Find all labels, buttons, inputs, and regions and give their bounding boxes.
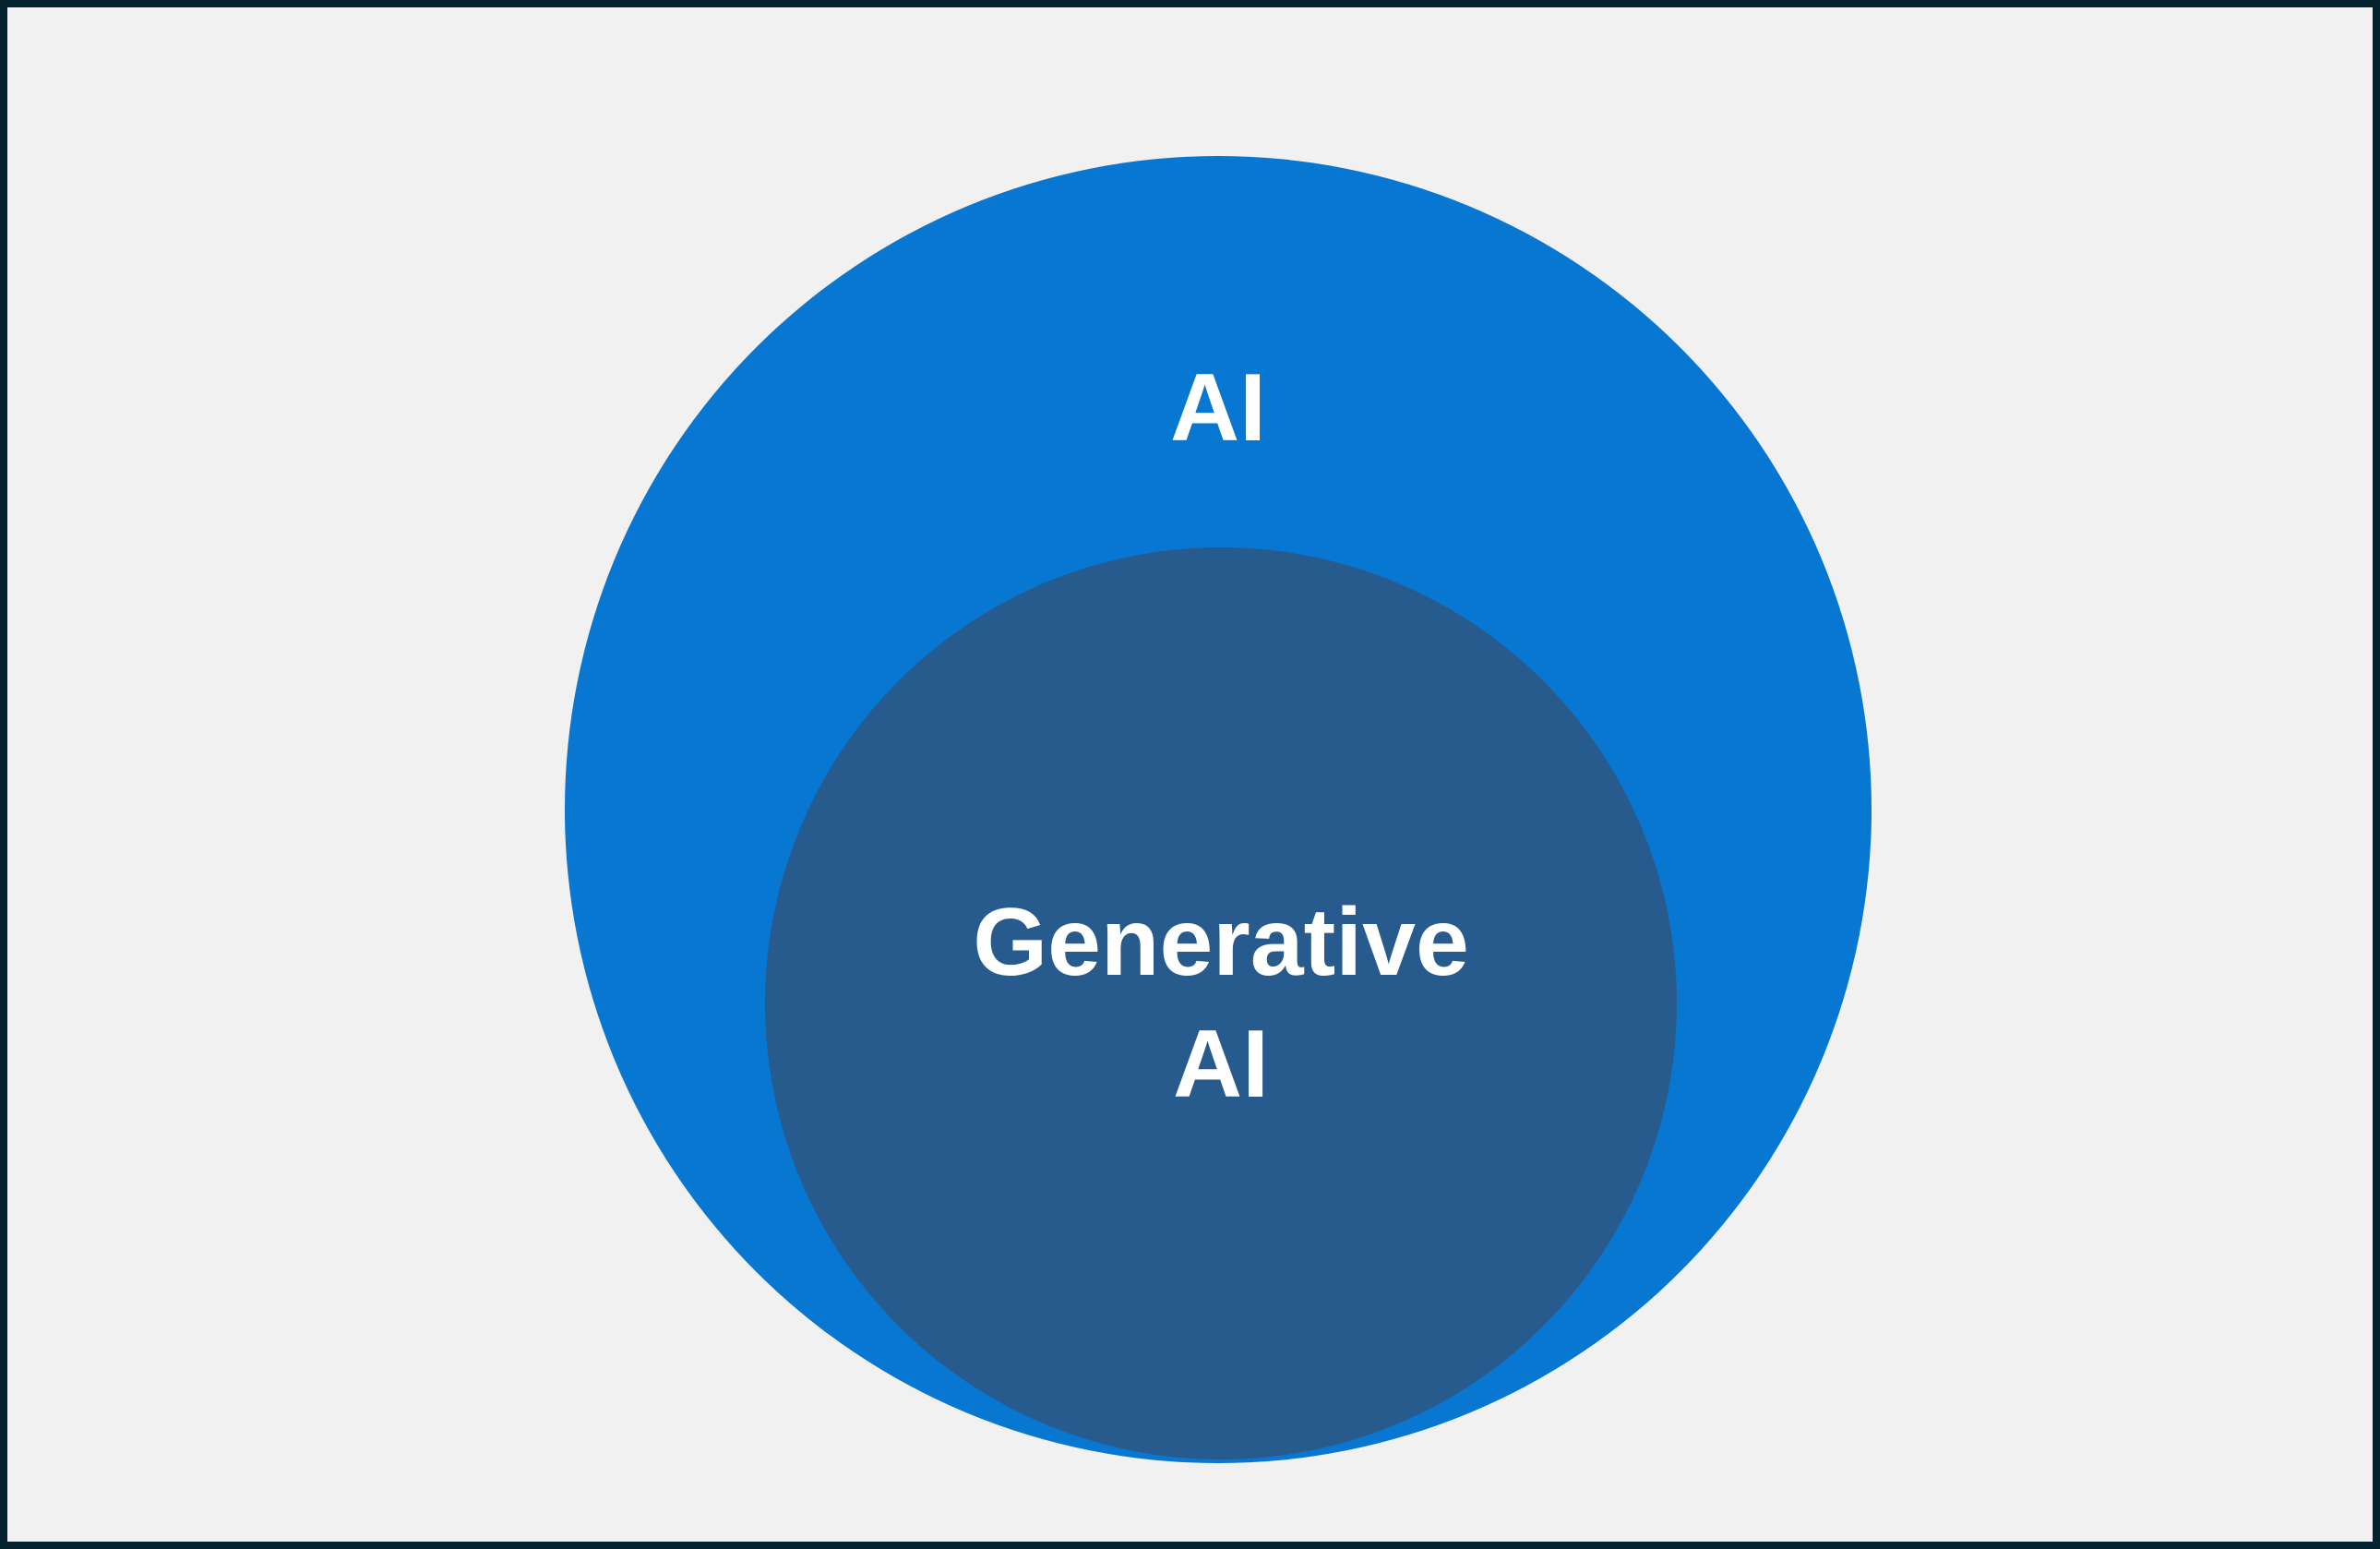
generative-ai-circle-label-text: Generative AI <box>973 889 1469 1118</box>
generative-ai-circle: Generative AI <box>765 547 1677 1459</box>
generative-ai-circle-label: Generative AI <box>765 882 1677 1125</box>
ai-circle-label: AI <box>1170 354 1266 462</box>
